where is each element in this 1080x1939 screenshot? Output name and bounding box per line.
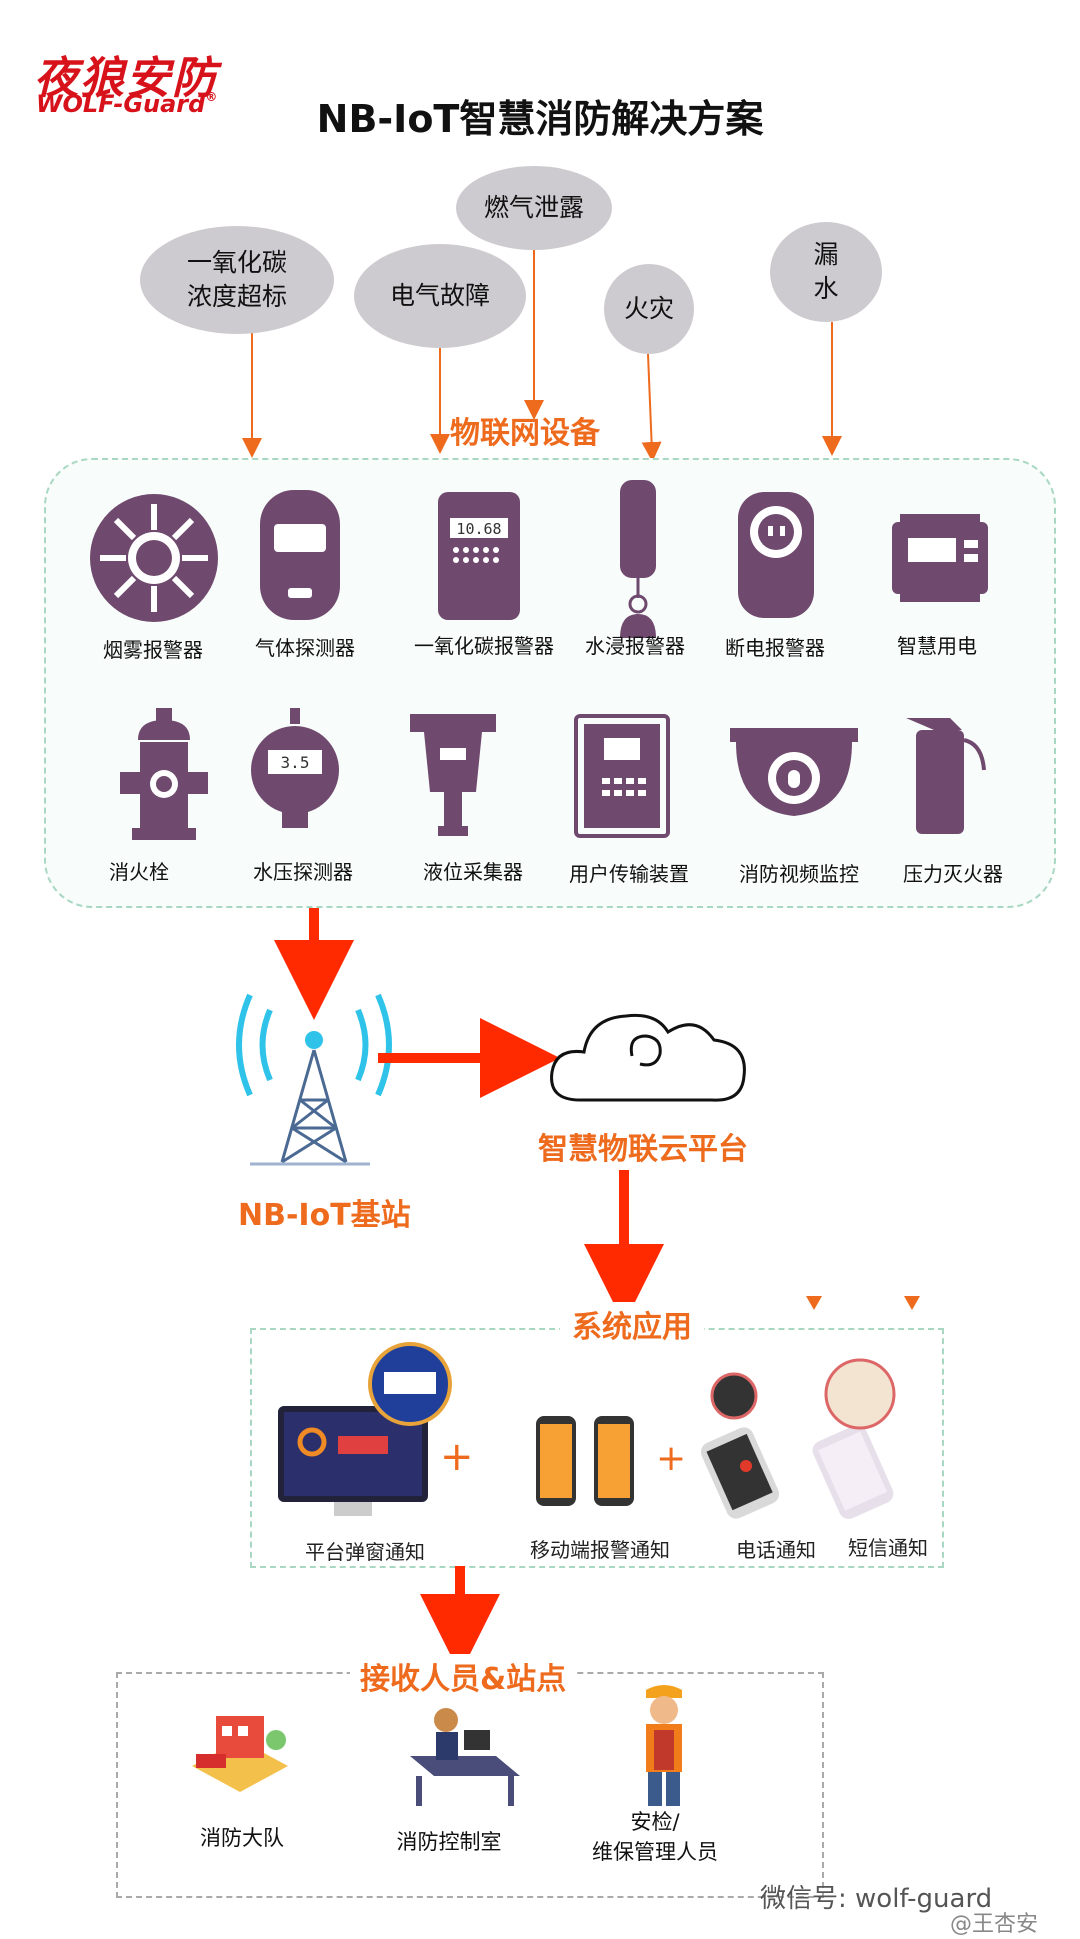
receivers-section-label: 接收人员&站点 xyxy=(350,1654,577,1698)
watermark: @王杏安 xyxy=(950,1912,1039,1937)
sms-icon xyxy=(812,1358,896,1519)
device-label-power-outage: 断电报警器 xyxy=(725,636,825,660)
device-label-smart-electric: 智慧用电 xyxy=(897,634,977,658)
fire-hydrant-icon xyxy=(120,708,208,840)
apps-section-label: 系统应用 xyxy=(560,1302,704,1346)
power-outage-alarm-icon xyxy=(738,492,814,618)
hazard-bubble-water: 漏 水 xyxy=(770,222,882,322)
pressure-reading: 3.5 xyxy=(281,753,310,772)
receivers-icons xyxy=(192,1685,682,1806)
level-sensor-icon xyxy=(410,714,496,836)
device-label-extinguisher: 压力灭火器 xyxy=(903,862,1003,886)
device-label-gas: 气体探测器 xyxy=(255,636,355,660)
logo-en-text: WOLF-Guard xyxy=(36,90,206,118)
logo-registered-mark: ® xyxy=(205,90,218,104)
co-reading: 10.68 xyxy=(456,520,501,538)
fire-brigade-icon xyxy=(192,1716,288,1792)
receiver-label-brigade: 消防大队 xyxy=(200,1826,284,1850)
fire-extinguisher-icon xyxy=(906,718,986,834)
devices-row1-icons: 10.68 xyxy=(90,480,988,638)
device-label-water-leak: 水浸报警器 xyxy=(585,634,685,658)
cloud-icon xyxy=(550,1013,746,1102)
apps-icons: + + xyxy=(278,1296,920,1519)
plus-sign: + xyxy=(440,1434,474,1480)
smart-electric-icon xyxy=(892,514,988,602)
water-pressure-gauge-icon: 3.5 xyxy=(251,708,339,828)
monitor-popup-icon xyxy=(278,1342,452,1516)
maintenance-worker-icon xyxy=(646,1685,682,1806)
wechat-id: 微信号: wolf-guard xyxy=(760,1884,993,1914)
app-label-sms: 短信通知 xyxy=(848,1536,928,1560)
hazard-label: 火灾 xyxy=(623,294,674,323)
dome-camera-icon xyxy=(730,728,858,816)
hazard-bubble-co: 一氧化碳 浓度超标 xyxy=(140,226,334,334)
hazard-bubble-gas: 燃气泄露 xyxy=(456,166,612,250)
logo-en: WOLF-Guard® xyxy=(36,90,217,118)
app-label-phone: 电话通知 xyxy=(736,1538,816,1562)
device-label-transmission: 用户传输装置 xyxy=(569,862,689,886)
hazard-label: 电气故障 xyxy=(389,281,490,310)
page-title: NB-IoT智慧消防解决方案 xyxy=(316,97,764,141)
logo-cn: 夜狼安防 xyxy=(34,53,218,104)
device-label-hydrant: 消火栓 xyxy=(109,860,169,884)
hazard-bubble-fire: 火灾 xyxy=(604,264,694,354)
iot-section-label: 物联网设备 xyxy=(450,416,600,451)
device-label-smoke: 烟雾报警器 xyxy=(103,638,203,662)
control-room-icon xyxy=(410,1708,520,1806)
hazard-bubble-electrical: 电气故障 xyxy=(354,244,526,348)
gas-detector-icon xyxy=(260,490,340,620)
receiver-label-control-room: 消防控制室 xyxy=(396,1830,502,1854)
arrow-apps-to-receivers xyxy=(420,1566,500,1662)
hazard-label: 一氧化碳 浓度超标 xyxy=(186,248,287,311)
mobile-app-icon xyxy=(536,1416,634,1506)
base-station-tower-icon xyxy=(236,993,392,1166)
hazard-label: 漏 水 xyxy=(813,240,839,303)
hazard-label: 燃气泄露 xyxy=(483,193,584,222)
base-station-label: NB-IoT基站 xyxy=(238,1198,411,1233)
device-label-level-sensor: 液位采集器 xyxy=(423,860,523,884)
cloud-platform-label: 智慧物联云平台 xyxy=(538,1132,748,1167)
phone-call-icon xyxy=(700,1372,780,1519)
receiver-label-worker: 安检/ 维保管理人员 xyxy=(592,1810,718,1864)
smoke-detector-icon xyxy=(90,494,218,622)
devices-row2-icons: 3.5 xyxy=(120,708,986,840)
hazard-connectors xyxy=(242,248,842,462)
app-label-mobile: 移动端报警通知 xyxy=(530,1538,670,1562)
device-label-camera: 消防视频监控 xyxy=(739,862,859,886)
device-label-water-pressure: 水压探测器 xyxy=(253,860,353,884)
app-label-popup: 平台弹窗通知 xyxy=(305,1540,425,1564)
network-diagram xyxy=(236,908,746,1320)
co-alarm-icon: 10.68 xyxy=(438,492,520,620)
water-leak-sensor-icon xyxy=(620,480,656,638)
device-label-co: 一氧化碳报警器 xyxy=(414,634,554,658)
transmission-device-icon xyxy=(574,714,670,838)
plus-sign: + xyxy=(656,1438,686,1479)
